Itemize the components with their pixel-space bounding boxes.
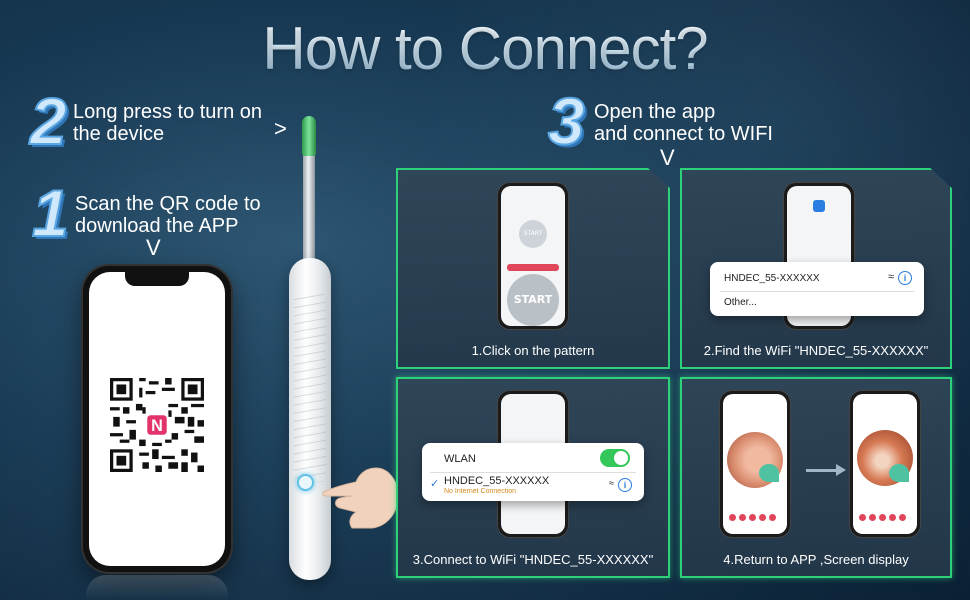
step-1-text: Scan the QR code to download the APP	[75, 193, 261, 237]
step-2-line1: Long press to turn on	[73, 101, 263, 123]
start-button[interactable]: START	[507, 274, 559, 326]
arrow-head	[836, 464, 846, 476]
no-internet-text: No Internet Connection	[444, 488, 516, 495]
start-red-bar	[507, 264, 559, 271]
step-1-line1: Scan the QR code to	[75, 193, 261, 215]
device-in-ear	[759, 464, 779, 482]
ear-phone-right	[850, 391, 920, 537]
phone-reflection	[86, 575, 228, 600]
qr-badge: N	[151, 417, 163, 435]
device-in-ear	[889, 464, 909, 482]
step-2-text: Long press to turn on the device	[73, 101, 262, 145]
arrow-right-icon	[806, 469, 838, 472]
page-title: How to Connect?	[0, 14, 970, 83]
divider	[430, 472, 636, 473]
wifi-other[interactable]: Other...	[724, 297, 757, 308]
step-2-line2: the device	[73, 123, 165, 145]
otoscope-handle	[289, 258, 331, 580]
panel-2-caption: 2.Find the WiFi "HNDEC_55-XXXXXX"	[703, 343, 929, 358]
control-dot[interactable]	[769, 514, 776, 521]
chevron-down-icon: V	[660, 145, 675, 170]
panel-find-wifi: HNDEC_55-XXXXXX ≈ i Other... 2.Find the …	[680, 168, 952, 369]
info-icon[interactable]: i	[618, 478, 632, 492]
control-dot[interactable]	[729, 514, 736, 521]
control-dot[interactable]	[759, 514, 766, 521]
panel-screen-display: 4.Return to APP ,Screen display	[680, 377, 952, 578]
chevron-right-icon: >	[274, 116, 287, 141]
control-dot[interactable]	[869, 514, 876, 521]
step-3-number: 3	[547, 84, 586, 158]
control-dot[interactable]	[899, 514, 906, 521]
start-circle-small: START	[519, 220, 547, 248]
control-dot[interactable]	[879, 514, 886, 521]
step-3-line1: Open the app	[594, 101, 716, 123]
otoscope-probe	[303, 124, 315, 272]
checkmark-icon: ✓	[430, 478, 440, 490]
toggle-knob	[614, 451, 628, 465]
panel-connect-wifi: WLAN ✓ HNDEC_55-XXXXXX No Internet Conne…	[396, 377, 670, 578]
step-1-line2: download the APP	[75, 215, 239, 237]
qr-code-icon[interactable]: N	[110, 378, 204, 472]
panel-click-pattern: START START 1.Click on the pattern	[396, 168, 670, 369]
divider	[720, 291, 914, 292]
qr-phone: N	[83, 266, 231, 572]
app-controls	[859, 514, 911, 522]
connected-network[interactable]: HNDEC_55-XXXXXX	[444, 475, 550, 487]
step-3-line2: and connect to WIFI	[594, 123, 773, 145]
phone-notch	[125, 272, 189, 286]
app-phone-screen: START START	[501, 186, 565, 326]
control-dot[interactable]	[889, 514, 896, 521]
panel-4-caption: 4.Return to APP ,Screen display	[723, 552, 909, 567]
power-button[interactable]	[297, 474, 314, 491]
step-1-number: 1	[31, 176, 70, 250]
wifi-signal-icon: ≈	[887, 271, 894, 283]
wifi-network-name[interactable]: HNDEC_55-XXXXXX	[724, 273, 820, 284]
panel-1-caption: 1.Click on the pattern	[471, 343, 595, 358]
wlan-card: WLAN ✓ HNDEC_55-XXXXXX No Internet Conne…	[422, 443, 644, 501]
wifi-app-icon	[813, 200, 825, 212]
ear-phone-left	[720, 391, 790, 537]
step-2-number: 2	[29, 84, 68, 158]
wifi-signal-icon: ≈	[609, 478, 614, 488]
ear-canal-view	[853, 394, 917, 534]
control-dot[interactable]	[739, 514, 746, 521]
pointing-hand-icon	[322, 467, 399, 529]
chevron-down-icon: V	[146, 235, 161, 260]
info-icon[interactable]: i	[898, 271, 912, 285]
panel-3-caption: 3.Connect to WiFi "HNDEC_55-XXXXXX"	[412, 552, 654, 567]
handle-pattern	[294, 292, 326, 482]
otoscope-tip	[302, 116, 316, 156]
wlan-label: WLAN	[444, 453, 476, 465]
control-dot[interactable]	[859, 514, 866, 521]
control-dot[interactable]	[749, 514, 756, 521]
wlan-toggle[interactable]	[600, 449, 630, 467]
app-phone: START START	[498, 183, 568, 329]
step-3-text: Open the app and connect to WIFI	[594, 101, 773, 145]
app-controls	[729, 514, 781, 522]
ear-view-outer	[723, 394, 787, 534]
wifi-list-card: HNDEC_55-XXXXXX ≈ i Other...	[710, 262, 924, 316]
